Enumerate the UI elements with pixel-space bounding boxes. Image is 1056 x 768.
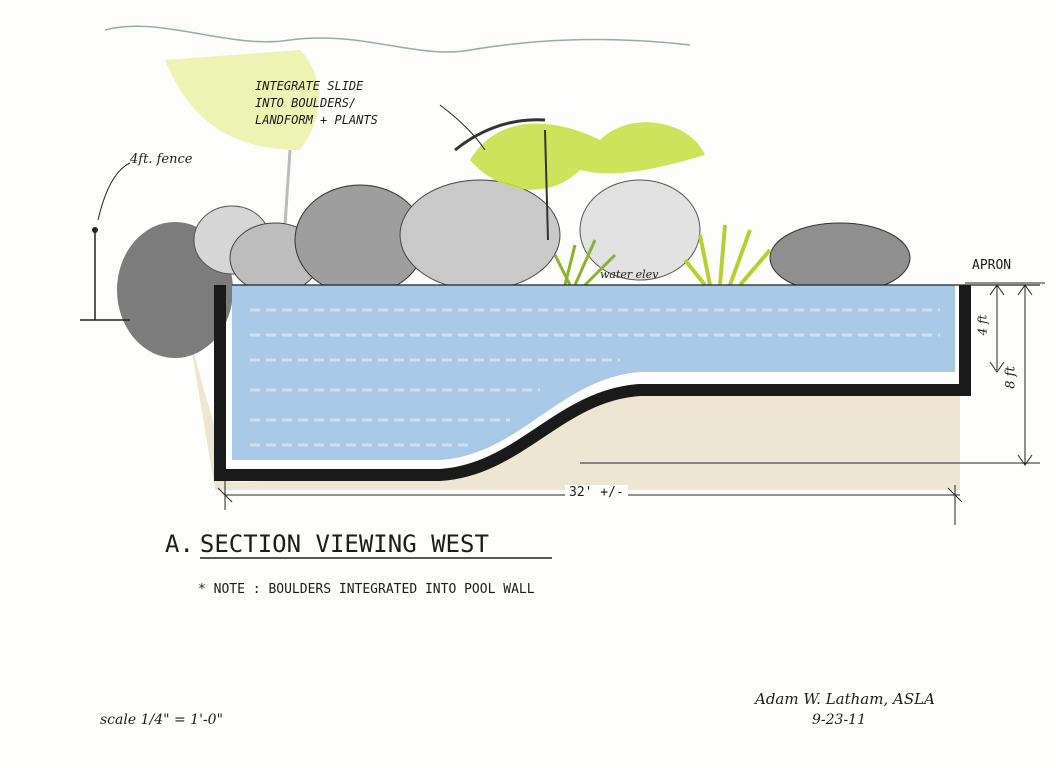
section-title-prefix: A. — [165, 530, 194, 558]
section-title-text: SECTION VIEWING WEST — [199, 530, 489, 558]
fence-post-marker — [92, 227, 98, 233]
section-title: A.SECTION VIEWING WEST — [165, 530, 489, 558]
fence-leader — [97, 162, 131, 221]
pool-wall — [214, 285, 971, 481]
boulder — [579, 179, 701, 281]
pool-water — [232, 285, 955, 460]
note-line: INTEGRATE SLIDE — [255, 79, 364, 93]
slide — [454, 118, 546, 152]
note-line: LANDFORM + PLANTS — [255, 113, 378, 127]
grass-plant — [683, 224, 772, 287]
background-tree-foliage — [165, 50, 319, 150]
shallow-depth-label: 4 ft — [975, 314, 990, 336]
water-texture — [250, 308, 940, 447]
integrate-slide-note: INTEGRATE SLIDE INTO BOULDERS/ LANDFORM … — [255, 78, 378, 129]
deep-depth-label: 8 ft — [1003, 366, 1019, 389]
grass-plant — [553, 239, 617, 287]
signature-date: 9-23-11 — [812, 712, 866, 728]
water-elevation-label: water elev — [600, 268, 659, 281]
boulders-note: * NOTE : BOULDERS INTEGRATED INTO POOL W… — [198, 582, 535, 597]
length-ticks — [217, 480, 963, 525]
note-line: INTO BOULDERS/ — [255, 96, 357, 110]
apron-label: APRON — [972, 258, 1012, 273]
boulder — [399, 179, 561, 291]
tree-foliage — [470, 122, 705, 190]
scale-label: scale 1/4" = 1'-0" — [100, 712, 224, 728]
tree-trunk — [544, 129, 549, 241]
length-label: 32' +/- — [565, 485, 628, 500]
background-tree-canopy — [104, 25, 691, 53]
background-tree-trunk — [283, 149, 292, 226]
arrowheads — [989, 284, 1033, 466]
boulder — [769, 222, 911, 294]
signature-name: Adam W. Latham, ASLA — [755, 690, 935, 708]
fence-label: 4ft. fence — [130, 152, 193, 167]
integrate-leader — [439, 104, 486, 151]
